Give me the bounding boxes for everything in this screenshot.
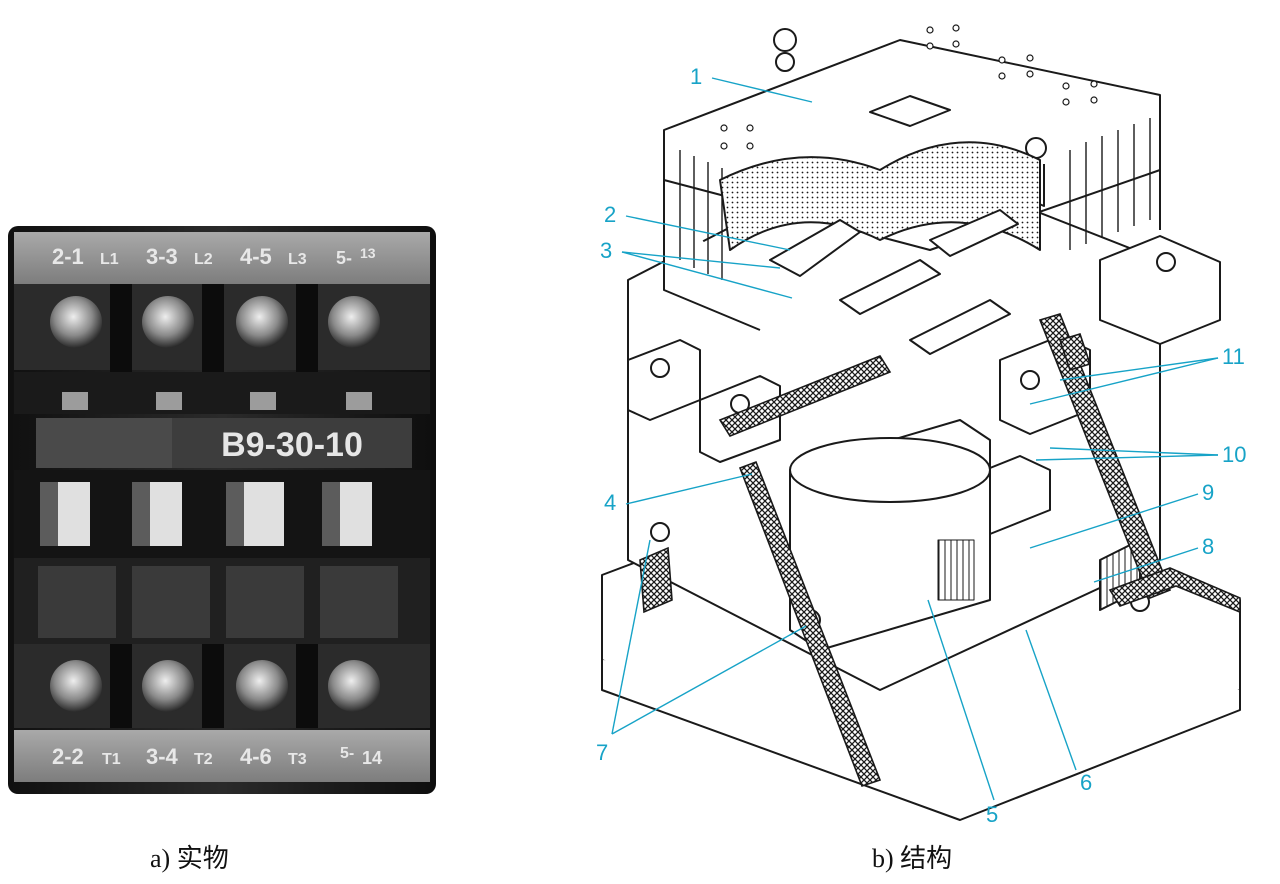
top-terminal-labels: 2-1 L1 3-3 L2 4-5 L3 5- 13 <box>52 244 376 269</box>
terminal-label: L1 <box>100 251 119 268</box>
terminal-label: T2 <box>194 751 213 768</box>
terminal-label: T1 <box>102 751 121 768</box>
terminal-label: T3 <box>288 751 307 768</box>
terminal-label: 4-6 <box>240 744 272 769</box>
terminal-label: 5- <box>336 248 352 268</box>
terminal-label: 13 <box>360 245 376 261</box>
callout-label: 1 <box>690 64 703 89</box>
callout-label: 5 <box>986 802 999 827</box>
callout-label: 3 <box>600 238 613 263</box>
callout-label: 11 <box>1222 344 1245 369</box>
callout-label: 4 <box>604 490 617 515</box>
terminal-label: 3-4 <box>146 744 179 769</box>
model-label: B9-30-10 <box>221 426 363 464</box>
terminal-label: 2-2 <box>52 744 84 769</box>
contactor-photo: B9-30-10 <box>8 226 436 794</box>
terminal-label: 14 <box>362 748 382 768</box>
callout-label: 9 <box>1202 480 1215 505</box>
terminal-label: L3 <box>288 251 307 268</box>
terminal-label: 2-1 <box>52 244 84 269</box>
callout-label: 7 <box>596 740 609 765</box>
caption-photo: a) 实物 <box>150 844 229 873</box>
callout-label: 6 <box>1080 770 1093 795</box>
callout-label: 10 <box>1222 442 1247 467</box>
callout-label: 8 <box>1202 534 1215 559</box>
terminal-label: 3-3 <box>146 244 178 269</box>
terminal-label: L2 <box>194 251 213 268</box>
callout-label: 2 <box>604 202 617 227</box>
caption-structure: b) 结构 <box>872 844 953 873</box>
contactor-structure-drawing <box>601 24 1241 821</box>
bottom-terminal-labels: 2-2 T1 3-4 T2 4-6 T3 5- 14 <box>52 744 382 769</box>
terminal-label: 5- <box>340 745 354 762</box>
terminal-label: 4-5 <box>240 244 272 269</box>
